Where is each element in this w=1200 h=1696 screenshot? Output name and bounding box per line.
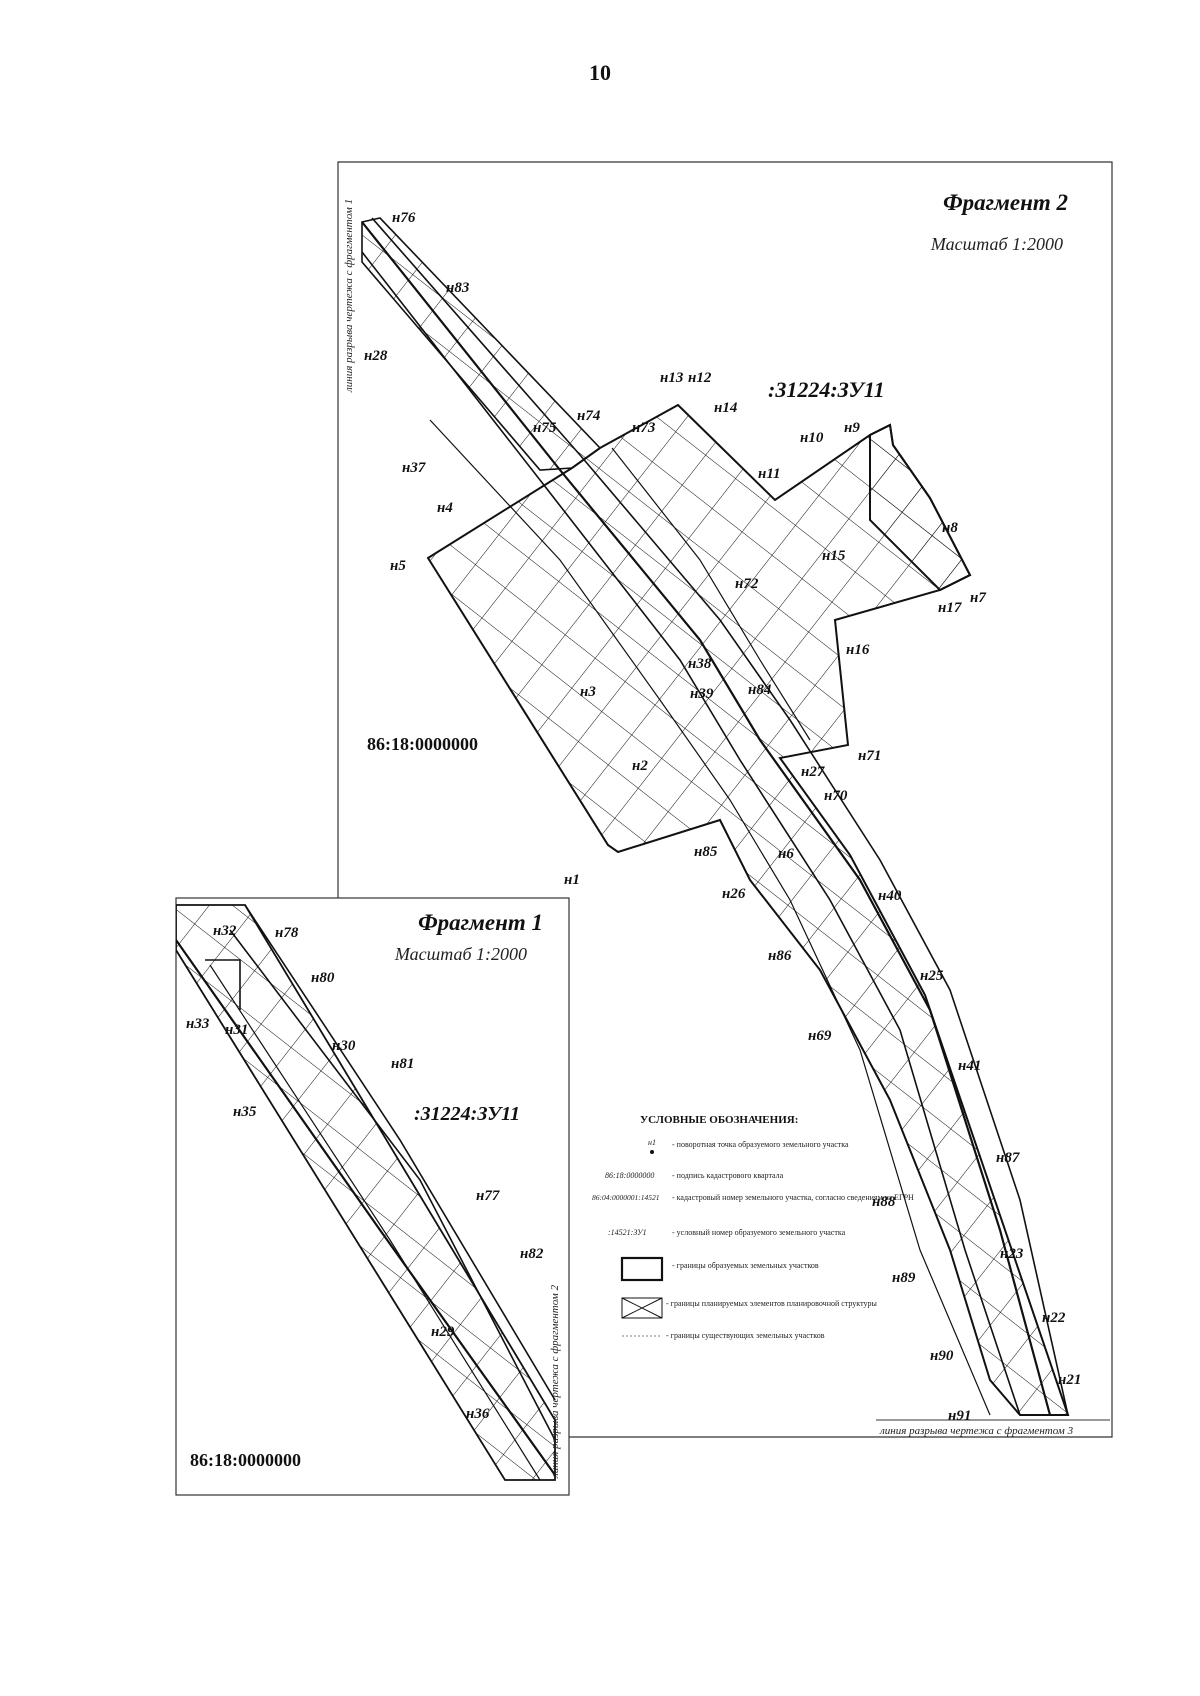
legend-text-conditional: - условный номер образуемого земельного … — [672, 1228, 846, 1237]
point-label-н85: н85 — [694, 844, 718, 860]
legend-text-kvartal: - подпись кадастрового квартала — [672, 1171, 784, 1180]
point-label-н13: н13 — [660, 370, 684, 386]
point-label-н40: н40 — [878, 888, 902, 904]
point-label-н29: н29 — [431, 1324, 455, 1340]
fragment2-parcel-label: :31224:ЗУ11 — [768, 377, 885, 402]
point-label-н73: н73 — [632, 420, 656, 436]
point-label-н78: н78 — [275, 925, 299, 941]
fragment1-parcel — [176, 904, 556, 1481]
point-label-н90: н90 — [930, 1348, 954, 1364]
point-label-н37: н37 — [402, 460, 426, 476]
point-label-н38: н38 — [688, 656, 712, 672]
point-label-н30: н30 — [332, 1038, 356, 1054]
point-label-н86: н86 — [768, 948, 792, 964]
point-label-н16: н16 — [846, 642, 870, 658]
legend-code-cadnum: 86:04:0000001:14521 — [592, 1193, 660, 1202]
point-label-н27: н27 — [801, 764, 825, 780]
fragment2-kvartal-label: 86:18:0000000 — [367, 734, 478, 754]
fragment2-frame — [337, 161, 1113, 1438]
point-label-н23: н23 — [1000, 1246, 1024, 1262]
legend-symbol-parcel-boundary — [620, 1256, 664, 1282]
legend-text-planning-boundary: - границы планируемых элементов планиров… — [666, 1299, 877, 1308]
point-label-н17: н17 — [938, 600, 962, 616]
point-label-н82: н82 — [520, 1246, 544, 1262]
fragment2-title: Фрагмент 2 — [943, 190, 1068, 215]
fragment1-title: Фрагмент 1 — [418, 910, 543, 935]
point-label-н32: н32 — [213, 923, 237, 939]
point-label-н77: н77 — [476, 1188, 500, 1204]
point-label-н84: н84 — [748, 682, 772, 698]
point-label-н89: н89 — [892, 1270, 916, 1286]
point-label-н5: н5 — [390, 558, 406, 574]
fragment2-corridor-lines — [361, 217, 1069, 1416]
fragment1-parcel-label: :31224:ЗУ11 — [414, 1103, 520, 1125]
point-label-н74: н74 — [577, 408, 601, 424]
point-label-н31: н31 — [225, 1022, 248, 1038]
point-label-н21: н21 — [1058, 1372, 1081, 1388]
point-label-н11: н11 — [758, 466, 781, 482]
point-label-н81: н81 — [391, 1056, 414, 1072]
point-label-н6: н6 — [778, 846, 794, 862]
point-label-н7: н7 — [970, 590, 986, 606]
point-label-н12: н12 — [688, 370, 712, 386]
point-label-н70: н70 — [824, 788, 848, 804]
point-label-н39: н39 — [690, 686, 714, 702]
point-label-н71: н71 — [858, 748, 881, 764]
point-label-н25: н25 — [920, 968, 944, 984]
point-label-н4: н4 — [437, 500, 453, 516]
point-label-н14: н14 — [714, 400, 738, 416]
point-label-н41: н41 — [958, 1058, 981, 1074]
point-label-н2: н2 — [632, 758, 648, 774]
point-label-н72: н72 — [735, 576, 759, 592]
point-label-н1: н1 — [564, 872, 580, 888]
legend-text-parcel-boundary: - границы образуемых земельных участков — [672, 1261, 819, 1270]
point-label-н8: н8 — [942, 520, 958, 536]
fragment2-parcel — [361, 217, 1070, 1416]
point-label-н75: н75 — [533, 420, 557, 436]
legend: УСЛОВНЫЕ ОБОЗНАЧЕНИЯ: н1 - поворотная то… — [592, 1114, 914, 1340]
point-label-н36: н36 — [466, 1406, 490, 1422]
point-label-н28: н28 — [364, 348, 388, 364]
point-label-н10: н10 — [800, 430, 824, 446]
legend-text-point: - поворотная точка образуемого земельног… — [672, 1140, 849, 1149]
point-label-н15: н15 — [822, 548, 846, 564]
point-label-н91: н91 — [948, 1408, 971, 1424]
point-label-н22: н22 — [1042, 1310, 1066, 1326]
legend-title: УСЛОВНЫЕ ОБОЗНАЧЕНИЯ: — [640, 1114, 798, 1126]
fragment1-point-labels: н32 н78 н80 н33 н31 н30 н81 н35 н77 н82 н29 н36 — [186, 923, 544, 1422]
legend-code-conditional: :14521:ЗУ1 — [608, 1228, 647, 1237]
point-label-н88: н88 — [872, 1194, 896, 1210]
point-label-н83: н83 — [446, 280, 470, 296]
legend-symbol-planning-boundary — [621, 1297, 663, 1319]
legend-code-point: н1 — [648, 1138, 656, 1147]
legend-code-kvartal: 86:18:0000000 — [605, 1171, 654, 1180]
fragment2-scale: Масштаб 1:2000 — [930, 234, 1063, 254]
point-label-н35: н35 — [233, 1104, 257, 1120]
legend-text-cadnum: - кадастровый номер земельного участка, … — [672, 1193, 914, 1202]
point-label-н26: н26 — [722, 886, 746, 902]
fragment2-break-left: линия разрыва чертежа с фрагментом 1 — [343, 199, 355, 393]
point-label-н33: н33 — [186, 1016, 210, 1032]
fragment2-break-bottom: линия разрыва чертежа с фрагментом 3 — [879, 1425, 1074, 1437]
fragment1-break-right: линия разрыва чертежа с фрагментом 2 — [549, 1284, 561, 1479]
point-label-н80: н80 — [311, 970, 335, 986]
fragment1-scale: Масштаб 1:2000 — [394, 944, 527, 964]
legend-text-existing-boundary: - границы существующих земельных участко… — [666, 1331, 825, 1340]
fragment1-kvartal-label: 86:18:0000000 — [190, 1450, 301, 1470]
point-label-н3: н3 — [580, 684, 596, 700]
page-number: 10 — [589, 60, 611, 85]
point-label-н9: н9 — [844, 420, 860, 436]
point-label-н69: н69 — [808, 1028, 832, 1044]
point-label-н76: н76 — [392, 210, 416, 226]
point-label-н87: н87 — [996, 1150, 1020, 1166]
